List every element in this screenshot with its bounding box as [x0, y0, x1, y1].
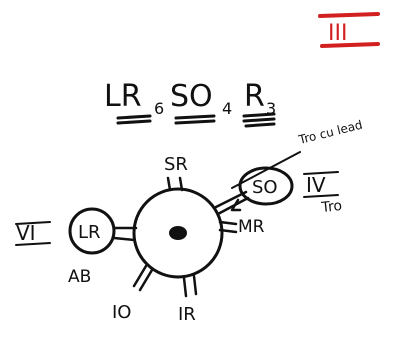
bottom-right-connector — [184, 276, 196, 296]
formula-r: R — [244, 79, 265, 114]
right-label: MR — [238, 217, 265, 237]
corner-underline — [322, 44, 378, 46]
formula-lr: LR — [104, 79, 142, 114]
left-node-label: LR — [78, 222, 101, 243]
corner-label-group: III — [320, 14, 378, 46]
left-node-caption: AB — [68, 267, 91, 287]
right-numeral: IV — [306, 173, 326, 197]
corner-label: III — [328, 21, 347, 46]
top-label: SR — [164, 154, 188, 175]
formula-lr-sub: 6 — [154, 99, 164, 118]
right-sub-label: Tro — [320, 198, 343, 216]
formula-so-sub: 4 — [222, 99, 232, 118]
formula-underline-r — [244, 114, 274, 126]
formula-so: SO — [170, 79, 213, 114]
bottom-right-label: IR — [178, 304, 196, 325]
formula: LR 6 SO 4 R 3 — [104, 79, 276, 126]
bottom-left-connector — [134, 266, 152, 290]
pupil — [169, 226, 187, 240]
right-node-label: SO — [252, 177, 278, 198]
formula-underline-lr — [118, 116, 150, 123]
tro-note: Tro cu lead — [296, 118, 364, 148]
corner-overline — [320, 14, 378, 16]
formula-underline-so — [176, 116, 214, 123]
bottom-left-label: IO — [112, 302, 131, 323]
